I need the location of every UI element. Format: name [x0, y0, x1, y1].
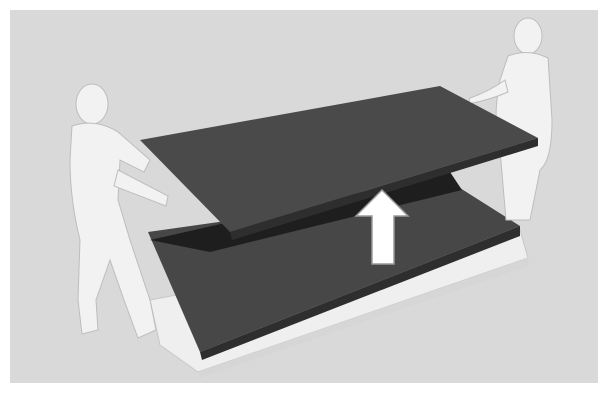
- illustration: [0, 0, 608, 393]
- image-frame: [0, 0, 608, 393]
